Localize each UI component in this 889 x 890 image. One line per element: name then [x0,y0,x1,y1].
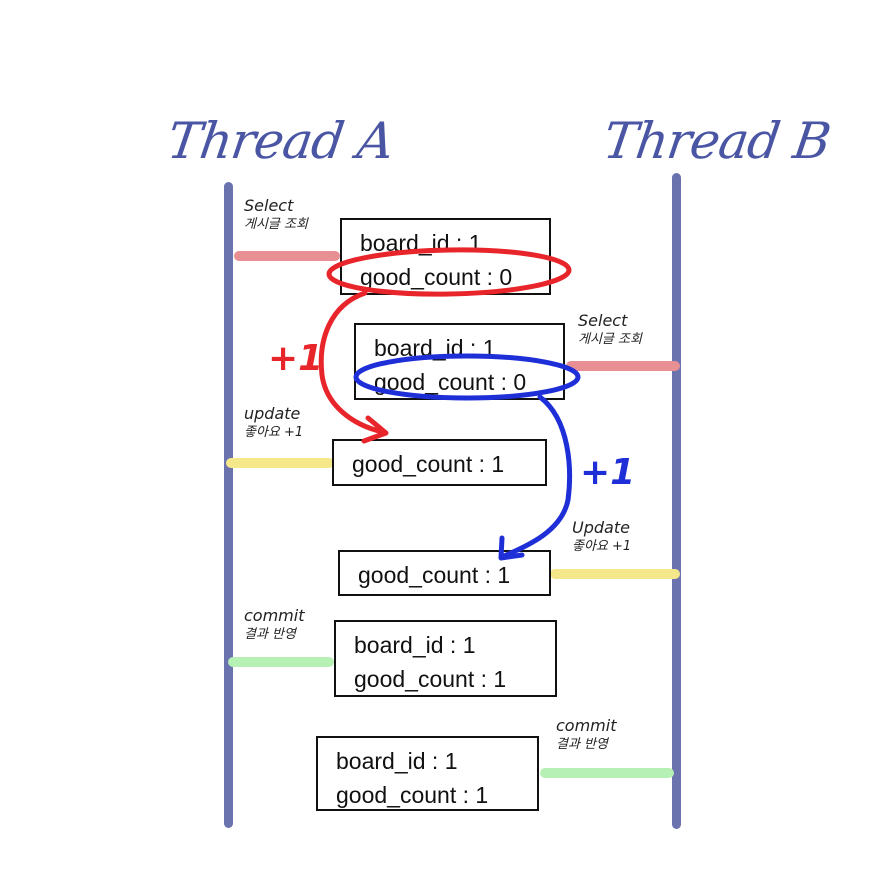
a-commit-highlight [228,657,334,667]
a-update-highlight [226,458,334,468]
thread-b-title: Thread B [599,112,834,170]
b-select-note-ko: 게시글 조회 [578,332,642,347]
b-update-note: Update 좋아요 +1 [572,518,631,556]
thread-a-title: Thread A [163,112,397,170]
a-update-note: update 좋아요 +1 [244,404,303,442]
b-commit-note-ko: 결과 반영 [556,737,608,752]
a-commit-good-count: good_count : 1 [354,666,507,692]
a-select-board-id: board_id : 1 [360,230,482,256]
b-update-box: good_count : 1 [338,550,551,596]
b-select-good-count: good_count : 0 [374,369,527,395]
b-select-highlight [566,361,680,371]
b-commit-note-en: commit [556,716,617,735]
a-select-good-count: good_count : 0 [360,264,513,290]
b-commit-box: board_id : 1 good_count : 1 [316,736,539,811]
b-commit-note: commit 결과 반영 [556,716,616,754]
a-select-note: Select 게시글 조회 [244,196,308,234]
b-update-note-ko: 좋아요 +1 [572,539,632,554]
b-select-box: board_id : 1 good_count : 0 [354,323,565,400]
b-update-good-count: good_count : 1 [358,562,511,588]
b-select-note: Select 게시글 조회 [578,311,642,349]
b-commit-board-id: board_id : 1 [336,748,458,774]
b-select-note-en: Select [578,311,628,330]
a-select-highlight [234,251,340,261]
b-select-board-id: board_id : 1 [374,335,496,361]
a-increment-label: +1 [268,338,324,379]
thread-a-lifeline [224,182,233,828]
a-commit-note-ko: 결과 반영 [244,627,296,642]
a-select-note-ko: 게시글 조회 [244,217,308,232]
b-commit-good-count: good_count : 1 [336,782,489,808]
b-commit-highlight [540,768,674,778]
a-update-note-ko: 좋아요 +1 [244,425,304,440]
a-update-box: good_count : 1 [332,439,547,486]
b-increment-label: +1 [580,452,636,493]
a-increment-arrowhead [361,415,389,444]
a-update-good-count: good_count : 1 [352,451,505,477]
a-commit-note-en: commit [244,606,305,625]
b-update-note-en: Update [572,518,630,537]
a-commit-box: board_id : 1 good_count : 1 [334,620,557,697]
a-commit-board-id: board_id : 1 [354,632,476,658]
thread-b-lifeline [672,173,681,829]
a-commit-note: commit 결과 반영 [244,606,304,644]
b-update-highlight [550,569,680,579]
a-select-box: board_id : 1 good_count : 0 [340,218,551,295]
a-update-note-en: update [244,404,301,423]
a-select-note-en: Select [244,196,294,215]
